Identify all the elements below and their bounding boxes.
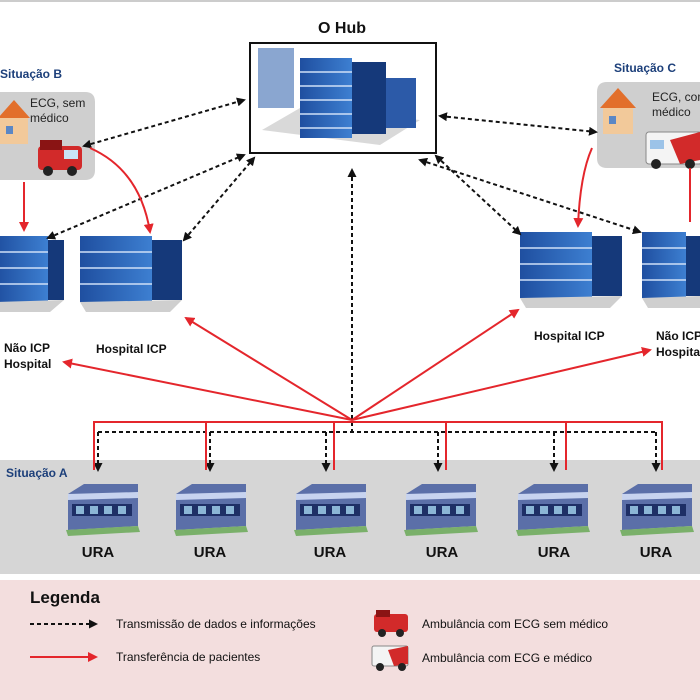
hospital-right-non-icp-line-1: Não ICP xyxy=(656,329,700,343)
callout-b-line-1: ECG, sem xyxy=(30,96,86,110)
hospital-left-non-icp-line-2: Hospital xyxy=(4,357,52,371)
ura-label: URA xyxy=(639,544,673,561)
hospital-right-non-icp-label: Não ICP Hospital xyxy=(656,328,700,360)
callout-c-line-1: ECG, com xyxy=(652,90,700,104)
situation-b-callout: ECG, sem médico xyxy=(30,96,85,126)
hospital-left-non-icp-icon xyxy=(0,236,64,312)
hospital-right-non-icp-icon xyxy=(642,232,700,308)
hospital-right-icp-icon xyxy=(520,232,622,308)
legend-ambulance-with-doctor-icon xyxy=(371,645,409,671)
legend-title: Legenda xyxy=(30,588,100,607)
situation-a-label: Situação A xyxy=(6,466,68,480)
legend-panel xyxy=(0,580,700,700)
hospital-left-non-icp-line-1: Não ICP xyxy=(4,341,51,355)
hospital-right-icp-label: Hospital ICP xyxy=(534,329,605,343)
legend-ambulance-no-doctor-icon xyxy=(374,610,408,637)
ura-label: URA xyxy=(425,544,459,561)
ura-label: URA xyxy=(537,544,571,561)
hospital-left-non-icp-label: Não ICP Hospital xyxy=(4,340,51,372)
ura-building-icon xyxy=(174,484,248,536)
ambulance-with-doctor-icon-c xyxy=(645,131,700,169)
data-transmission-arrows xyxy=(46,97,661,472)
ura-label: URA xyxy=(81,544,115,561)
situation-c-callout: ECG, com médico xyxy=(652,90,700,120)
hospital-left-icp-icon xyxy=(80,236,182,312)
ura-label: URA xyxy=(313,544,347,561)
hub-title: O Hub xyxy=(318,20,366,37)
legend-item-ambulance-no-doctor: Ambulância com ECG sem médico xyxy=(422,617,609,631)
ura-building-icon xyxy=(404,484,478,536)
patient-transfer-arrows xyxy=(19,147,691,470)
house-icon-b xyxy=(0,100,30,144)
ura-building-icon xyxy=(516,484,590,536)
hospital-right-non-icp-line-2: Hospital xyxy=(656,345,700,359)
legend-item-ambulance-with-doctor: Ambulância com ECG e médico xyxy=(422,651,593,665)
legend-item-data: Transmissão de dados e informações xyxy=(116,617,316,631)
hub-building-icon xyxy=(258,48,420,145)
situation-c-label: Situação C xyxy=(614,61,677,75)
callout-c-line-2: médico xyxy=(652,105,691,119)
house-icon-c xyxy=(600,88,636,134)
callout-b-line-2: médico xyxy=(30,111,69,125)
ura-building-icon xyxy=(66,484,140,536)
legend-item-transfer: Transferência de pacientes xyxy=(116,650,261,664)
hospital-left-icp-label: Hospital ICP xyxy=(96,342,167,356)
ura-building-icon xyxy=(294,484,368,536)
ura-label: URA xyxy=(193,544,227,561)
ura-building-icon xyxy=(620,484,694,536)
situation-b-label: Situação B xyxy=(0,67,63,81)
